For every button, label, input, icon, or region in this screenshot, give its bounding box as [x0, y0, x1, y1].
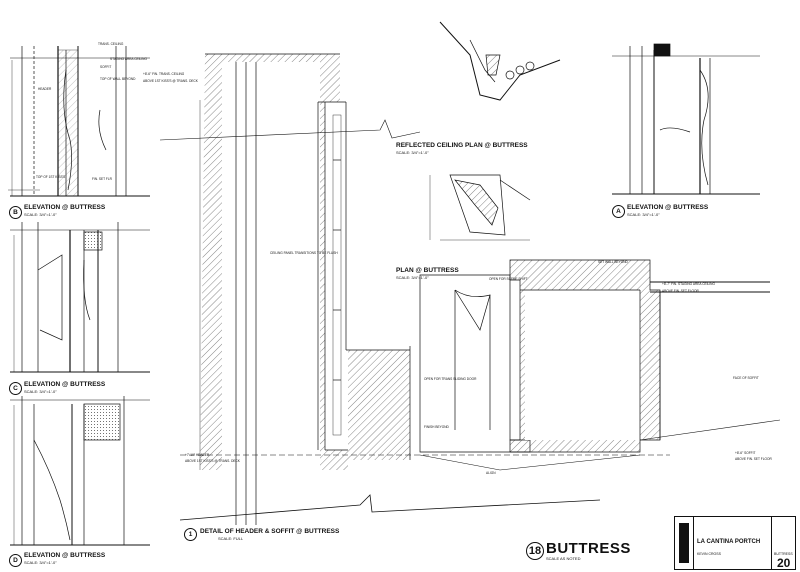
elevation-d-scale: SCALE: 3/4"=1'-0"	[24, 560, 57, 565]
note-soffit: +8'-6" SOFFIT	[735, 451, 756, 455]
note-soffit-above: ABOVE FIN. SET FLOOR	[735, 457, 772, 461]
designer-name: KEVIN CROSS	[697, 552, 721, 556]
break-lines	[159, 119, 781, 441]
elevation-a-title: ELEVATION @ BUTTRESS	[627, 204, 709, 211]
sheet-label-small: BUTTRESS	[774, 552, 793, 556]
studio-logo	[679, 523, 689, 563]
detail-1-scale: SCALE: FULL	[218, 536, 244, 541]
note-soffit-small: SOFFIT	[100, 65, 112, 69]
note-finish: FINISH BEYOND	[424, 425, 449, 429]
note-ceiling-panel: CEILING PANEL TRANSITIONS TO BE FLUSH	[270, 251, 338, 255]
note-set-wall: SET WALL BEYOND	[598, 260, 628, 264]
elevation-b-drawing	[8, 46, 150, 197]
elevation-c-scale: SCALE: 3/4"=1'-0"	[24, 389, 57, 394]
sheet-number-bubble: 18	[526, 542, 544, 560]
plan-scale: SCALE: 3/4"=1'-0"	[396, 275, 429, 280]
sheet-number: 20	[777, 556, 791, 570]
note-open-trans: OPEN FOR TRANS SLIDING DOOR	[424, 377, 477, 381]
note-trans-ceiling: +8'-6" FIN. TRANS. CEILING	[143, 72, 185, 76]
note-header-above: ABOVE 1ST KISS'S @ TRANS. DECK	[185, 459, 240, 463]
note-staging-small: STAGING AREA CEILING	[110, 57, 147, 61]
title-block: LA CANTINA PORTCH KEVIN CROSS BUTTRESS 2…	[674, 516, 796, 570]
rcp-title: REFLECTED CEILING PLAN @ BUTTRESS	[396, 142, 528, 149]
note-above-kiss: ABOVE 1ST KISS'S @ TRANS. DECK	[143, 79, 198, 83]
elevation-c-drawing	[10, 222, 150, 373]
detail-1-drawing	[179, 53, 670, 525]
plan-title: PLAN @ BUTTRESS	[396, 267, 459, 274]
rcp-drawing	[429, 174, 531, 241]
elevation-b-title: ELEVATION @ BUTTRESS	[24, 204, 106, 211]
note-top-of: TOP OF 1ST KISS'S	[36, 175, 66, 179]
note-align: ALIGN	[486, 471, 496, 475]
note-staging: +8'-7" FIN. STAGING AREA CEILING	[662, 282, 715, 286]
sheet-title: BUTTRESS	[546, 540, 631, 557]
detail-1-title: DETAIL OF HEADER & SOFFIT @ BUTTRESS	[200, 528, 340, 535]
note-open-scene: OPEN FOR SCENE SHIFT	[489, 277, 528, 281]
plan-drawing	[419, 259, 770, 471]
detail-1-bubble: 1	[184, 528, 197, 541]
elevation-d-drawing	[10, 396, 150, 546]
elevation-a-scale: SCALE: 3/4"=1'-0"	[627, 212, 660, 217]
project-name: LA CANTINA PORTCH	[697, 539, 761, 545]
note-top-wall: TOP OF WALL BEYOND	[100, 77, 136, 81]
top-center-detail-drawing	[439, 21, 561, 101]
elevation-c-title: ELEVATION @ BUTTRESS	[24, 381, 106, 388]
elevation-b-scale: SCALE: 3/4"=1'-0"	[24, 212, 57, 217]
note-above-floor: ABOVE FIN. SET FLOOR	[662, 289, 699, 293]
elevation-c-bubble: C	[9, 382, 22, 395]
elevation-d-bubble: D	[9, 554, 22, 567]
note-header-small: HEADER	[38, 87, 52, 91]
sheet-scale: SCALE AS NOTED	[546, 556, 581, 561]
rcp-scale: SCALE: 3/4"=1'-0"	[396, 150, 429, 155]
note-fin-set: FIN. SET FLR	[92, 177, 112, 181]
elevation-b-bubble: B	[9, 206, 22, 219]
note-header: +7'-10" HEADER	[185, 453, 210, 457]
elevation-d-title: ELEVATION @ BUTTRESS	[24, 552, 106, 559]
elevation-a-drawing	[612, 43, 760, 195]
note-trans-ceiling-small: TRANS. CEILING	[98, 42, 124, 46]
elevation-a-bubble: A	[612, 205, 625, 218]
note-face-soffit: FACE OF SOFFIT	[733, 376, 759, 380]
